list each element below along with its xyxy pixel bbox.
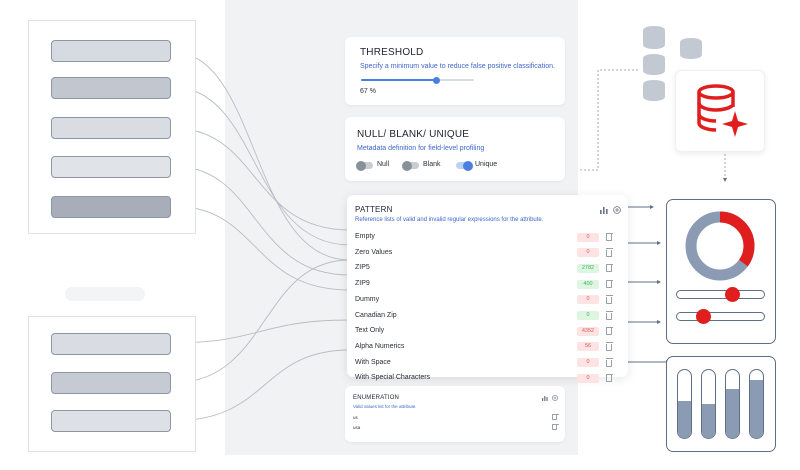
pattern-count-badge: 0	[577, 232, 599, 242]
threshold-value: 67 %	[360, 88, 376, 95]
profile-summary-card	[666, 199, 776, 344]
pattern-row-label: ZIP5	[355, 264, 370, 272]
pattern-row-label: Alpha Numerics	[355, 342, 405, 350]
pattern-count-badge: 0	[577, 311, 599, 320]
add-circle-icon[interactable]	[552, 395, 558, 401]
null-toggle[interactable]	[356, 160, 373, 171]
level-bars-card	[666, 356, 776, 452]
delete-icon[interactable]	[605, 279, 613, 289]
source-field-8[interactable]	[51, 410, 171, 432]
pattern-row-label: Empty	[355, 233, 375, 240]
delete-icon[interactable]	[605, 263, 613, 273]
blank-toggle-label: Blank	[423, 161, 441, 168]
range-slider-1[interactable]	[676, 287, 765, 302]
range-slider-2[interactable]	[676, 309, 765, 324]
delete-icon[interactable]	[605, 358, 613, 367]
source-fields-box-top	[28, 20, 196, 234]
unique-toggle[interactable]	[456, 160, 473, 171]
range-slider-1-handle[interactable]	[725, 287, 741, 302]
delete-icon[interactable]	[605, 373, 613, 383]
enumeration-value: usa	[353, 425, 361, 430]
pattern-row-label: Zero Values	[355, 248, 393, 256]
delete-icon[interactable]	[605, 232, 613, 241]
pattern-count-badge: 56	[577, 342, 599, 352]
delete-icon[interactable]	[551, 423, 559, 430]
database-cylinder-icon	[643, 26, 665, 49]
pattern-subtitle: Reference lists of valid and invalid reg…	[355, 217, 544, 223]
donut-chart	[685, 211, 755, 281]
source-field-5[interactable]	[51, 196, 171, 218]
delete-icon[interactable]	[551, 413, 559, 420]
target-database-card[interactable]	[675, 70, 765, 152]
null-toggle-label: Null	[377, 161, 390, 168]
pattern-row-label: With Space	[355, 358, 391, 366]
pattern-count-badge: 2782	[577, 263, 599, 273]
enumeration-title: ENUMERATION	[353, 395, 400, 401]
bar-chart-icon[interactable]	[600, 206, 608, 214]
level-bar-4	[749, 369, 764, 439]
source-field-1[interactable]	[51, 40, 171, 62]
pattern-row-label: Text Only	[355, 327, 385, 335]
database-cluster	[643, 26, 702, 101]
source-fields-box-bottom	[28, 316, 196, 452]
range-slider-2-handle[interactable]	[695, 309, 711, 324]
pattern-title: PATTERN	[355, 205, 393, 214]
enumeration-card: ENUMERATION Valid values list for the at…	[345, 386, 565, 442]
null-blank-unique-title: NULL/ BLANK/ UNIQUE	[357, 129, 470, 140]
pattern-count-badge: 400	[577, 279, 599, 289]
placeholder-shape	[65, 287, 145, 301]
donut-red-segment	[685, 211, 755, 281]
pattern-count-badge: 4352	[577, 326, 599, 336]
pattern-row-label: With Special Characters	[355, 374, 431, 382]
pattern-row-label: Dummy	[355, 295, 380, 303]
pattern-count-badge: 0	[577, 373, 599, 383]
pattern-count-badge: 0	[577, 295, 599, 305]
database-cylinder-icon	[643, 80, 665, 101]
threshold-slider-fill	[361, 79, 437, 81]
bar-chart-icon[interactable]	[542, 395, 548, 401]
source-field-6[interactable]	[51, 333, 171, 355]
source-field-3[interactable]	[51, 117, 171, 139]
pattern-count-badge: 0	[577, 248, 599, 258]
database-cylinder-icon	[680, 38, 702, 59]
null-blank-unique-subtitle: Metadata definition for field-level prof…	[357, 145, 485, 152]
source-field-7[interactable]	[51, 372, 171, 394]
threshold-title: THRESHOLD	[360, 47, 424, 58]
source-field-4[interactable]	[51, 156, 171, 178]
database-cylinder-icon	[643, 54, 665, 75]
pattern-row-label: Canadian Zip	[355, 311, 397, 319]
threshold-slider-handle[interactable]	[433, 76, 441, 84]
database-add-icon	[697, 84, 748, 137]
unique-toggle-label: Unique	[475, 161, 498, 168]
pattern-row-label: ZIP9	[355, 280, 370, 288]
blank-toggle[interactable]	[402, 160, 419, 171]
add-circle-icon[interactable]	[613, 206, 621, 214]
delete-icon[interactable]	[605, 311, 613, 320]
threshold-subtitle: Specify a minimum value to reduce false …	[360, 63, 555, 70]
delete-icon[interactable]	[605, 326, 613, 336]
pattern-card: PATTERN Reference lists of valid and inv…	[347, 195, 628, 383]
delete-icon[interactable]	[605, 248, 613, 257]
threshold-slider[interactable]	[361, 76, 474, 84]
pattern-count-badge: 0	[577, 358, 599, 368]
threshold-card: THRESHOLD Specify a minimum value to red…	[345, 37, 565, 105]
level-bar-3	[725, 369, 740, 439]
level-bar-1	[677, 369, 692, 439]
enumeration-value: us	[353, 415, 358, 420]
null-blank-unique-card: NULL/ BLANK/ UNIQUE Metadata definition …	[345, 117, 565, 181]
source-field-2[interactable]	[51, 77, 171, 99]
enumeration-subtitle: Valid values list for the attribute.	[353, 404, 417, 409]
delete-icon[interactable]	[605, 342, 613, 351]
delete-icon[interactable]	[605, 295, 613, 304]
level-bar-2	[701, 369, 716, 439]
